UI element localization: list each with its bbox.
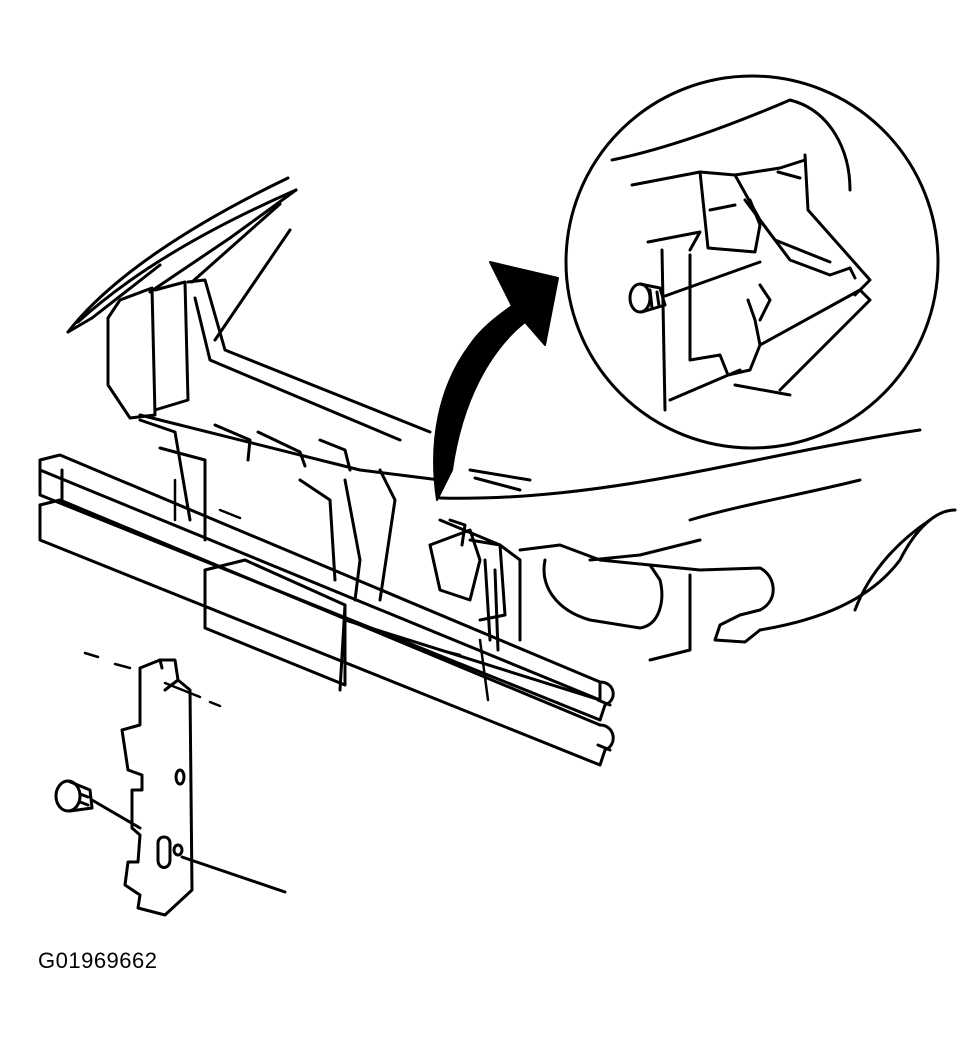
vehicle-front-body: [438, 428, 957, 662]
left-radiator-support: [106, 278, 442, 602]
detail-screw: [628, 260, 762, 314]
bracket-screw: [54, 779, 287, 894]
headlamp-mount: [428, 518, 507, 652]
license-plate-pocket: [203, 558, 602, 702]
front-bumper-bar: [38, 453, 615, 767]
bumper-mounting-bracket: [120, 658, 194, 917]
figure-id-label: G01969662: [38, 948, 158, 973]
detail-inset-view: [564, 74, 940, 450]
detail-callout-arrow: [433, 261, 559, 501]
raised-hood: [66, 176, 298, 342]
